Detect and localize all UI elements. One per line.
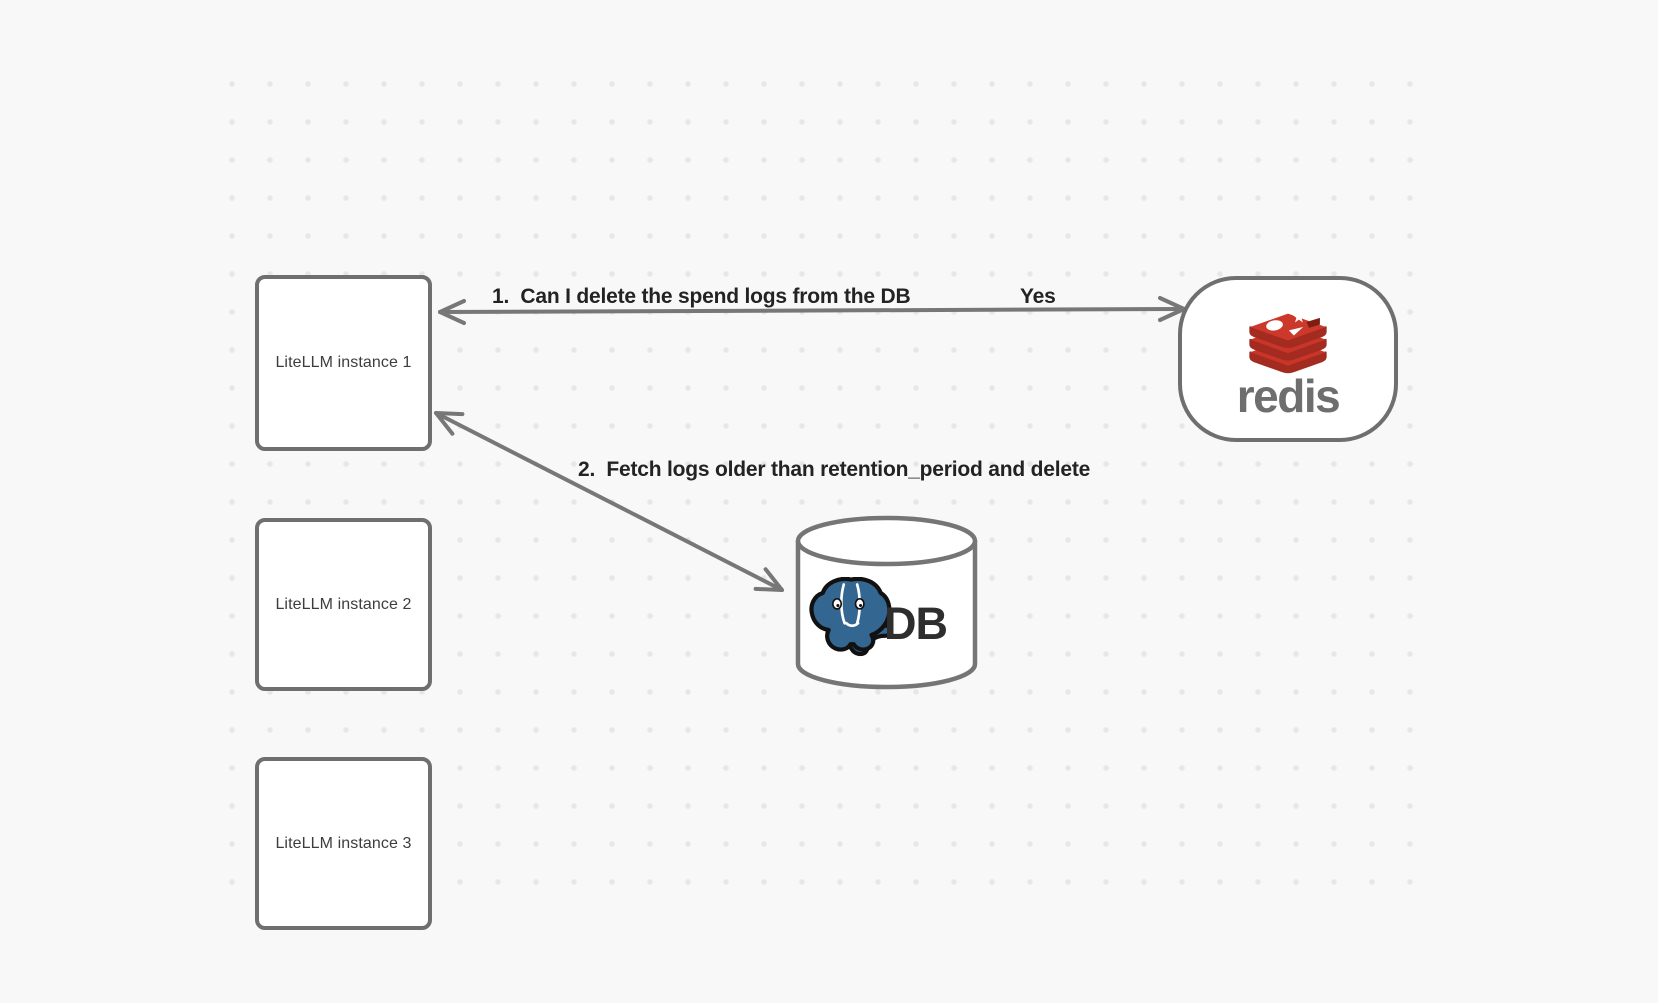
- redis-node[interactable]: redis: [1178, 276, 1398, 442]
- redis-cube-logo-icon: [1248, 310, 1328, 374]
- arrow-2-label[interactable]: 2. Fetch logs older than retention_perio…: [578, 458, 1091, 481]
- arrow-1-answer-label[interactable]: Yes: [1020, 285, 1056, 308]
- litellm-instance-2-node[interactable]: LiteLLM instance 2: [255, 518, 432, 691]
- arrow-fetch-logs[interactable]: [434, 411, 784, 592]
- db-node-label: DB: [884, 598, 948, 649]
- litellm-instance-3-node[interactable]: LiteLLM instance 3: [255, 757, 432, 930]
- arrow-1-question-label[interactable]: 1. Can I delete the spend logs from the …: [492, 285, 911, 308]
- litellm-instance-3-label: LiteLLM instance 3: [275, 834, 412, 852]
- litellm-instance-1-label: LiteLLM instance 1: [275, 354, 412, 371]
- litellm-instance-1-node[interactable]: LiteLLM instance 1: [255, 275, 432, 451]
- litellm-instance-2-label: LiteLLM instance 2: [275, 595, 412, 613]
- postgresql-elephant-logo-icon: [809, 577, 894, 657]
- redis-wordmark: redis: [1236, 370, 1341, 423]
